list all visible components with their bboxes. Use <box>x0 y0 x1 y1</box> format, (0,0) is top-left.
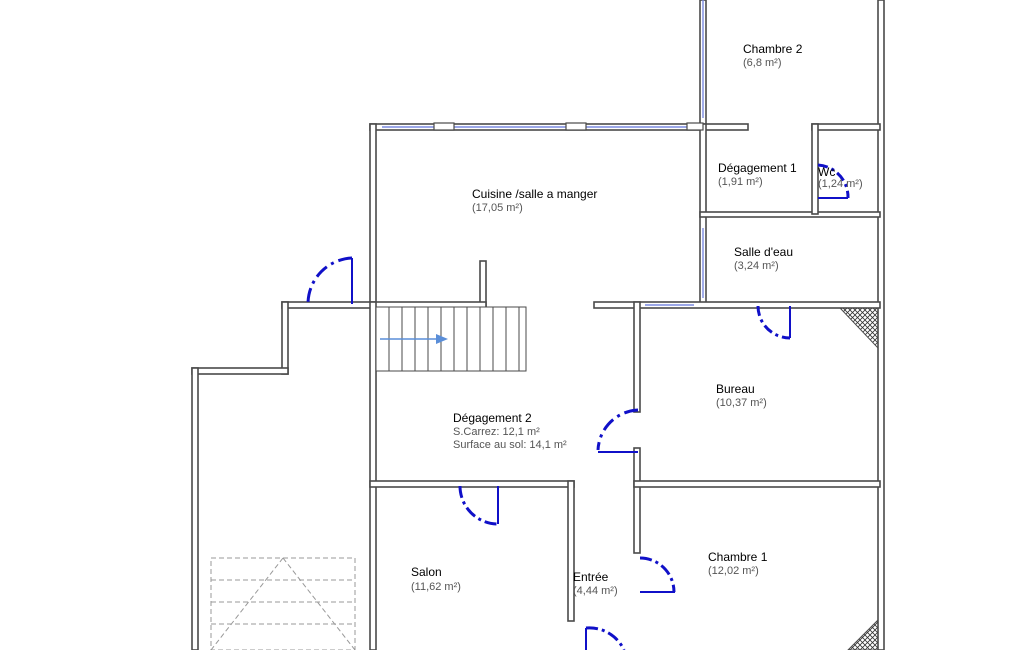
room-name-salle-eau: Salle d'eau <box>734 245 793 259</box>
room-wc: Wc (1,24 m²) <box>818 165 863 190</box>
door-arc-wc <box>817 163 850 199</box>
room-chambre2: Chambre 2 (6,8 m²) <box>743 42 803 69</box>
wall-bureau-left-lower <box>633 447 641 554</box>
room-area-degagement1: (1,91 m²) <box>718 176 763 188</box>
wall-left-step <box>281 301 289 375</box>
room-name-cuisine: Cuisine /salle a manger <box>472 187 597 201</box>
room-cuisine: Cuisine /salle a manger (17,05 m²) <box>472 187 597 214</box>
walls <box>191 0 885 650</box>
room-salle-eau: Salle d'eau (3,24 m²) <box>734 245 793 272</box>
room-name-salon: Salon <box>411 565 442 579</box>
hatched-shaft-bottom <box>847 618 879 650</box>
room-carrez-degagement2: S.Carrez: 12,1 m² <box>453 426 540 438</box>
room-area-salle-eau: (3,24 m²) <box>734 260 779 272</box>
room-area-entree: (4,44 m²) <box>573 585 618 597</box>
wall-hall-left <box>369 301 377 650</box>
wall-salon-top <box>369 480 575 488</box>
room-area-bureau: (10,37 m²) <box>716 397 767 409</box>
staircase <box>375 306 527 372</box>
door-arc-bureau <box>596 408 639 451</box>
door-arc-chambre1 <box>639 556 676 593</box>
room-chambre1: Chambre 1 (12,02 m²) <box>708 550 768 577</box>
parking-outline <box>210 557 356 650</box>
door-arc-entree <box>585 626 626 650</box>
room-floor-degagement2: Surface au sol: 14,1 m² <box>453 439 567 451</box>
wall-salon-right <box>567 480 575 622</box>
door-arc-salle-eau <box>756 305 791 340</box>
door-arc-salon <box>458 485 499 526</box>
doors <box>306 163 850 650</box>
windows <box>382 0 704 306</box>
wall-wc-left <box>811 123 819 215</box>
room-area-cuisine: (17,05 m²) <box>472 202 523 214</box>
wall-bureau-bottom <box>633 480 881 488</box>
room-entree: Entrée (4,44 m²) <box>573 570 618 597</box>
wall-wc-top <box>811 123 881 131</box>
room-name-degagement1: Dégagement 1 <box>718 161 797 175</box>
room-bureau: Bureau (10,37 m²) <box>716 382 767 409</box>
stair-arrow <box>380 334 448 344</box>
room-degagement1: Dégagement 1 (1,91 m²) <box>718 161 797 188</box>
room-name-chambre2: Chambre 2 <box>743 42 803 56</box>
hatched-shaft-top <box>838 307 879 350</box>
room-name-bureau: Bureau <box>716 382 755 396</box>
room-area-chambre1: (12,02 m²) <box>708 565 759 577</box>
wall-right-exterior <box>877 0 885 650</box>
room-area-wc: (1,24 m²) <box>818 178 863 190</box>
room-area-salon: (11,62 m²) <box>411 581 461 593</box>
wall-degagement1-bottom <box>699 211 881 218</box>
room-name-chambre1: Chambre 1 <box>708 550 768 564</box>
door-arc-entry-left <box>306 256 353 305</box>
wall-bureau-left <box>633 301 641 413</box>
wall-kitchen-left <box>369 123 377 307</box>
wall-left-exterior <box>191 367 199 650</box>
room-name-degagement2: Dégagement 2 <box>453 411 532 425</box>
room-salon: Salon (11,62 m²) <box>411 565 461 593</box>
room-name-wc: Wc <box>818 165 835 179</box>
room-area-chambre2: (6,8 m²) <box>743 57 782 69</box>
wall-left-step-h <box>191 367 289 375</box>
wall-stair-partition <box>479 260 487 309</box>
room-degagement2: Dégagement 2 S.Carrez: 12,1 m² Surface a… <box>453 411 567 451</box>
room-name-entree: Entrée <box>573 570 609 584</box>
wall-bureau-top <box>593 301 881 309</box>
